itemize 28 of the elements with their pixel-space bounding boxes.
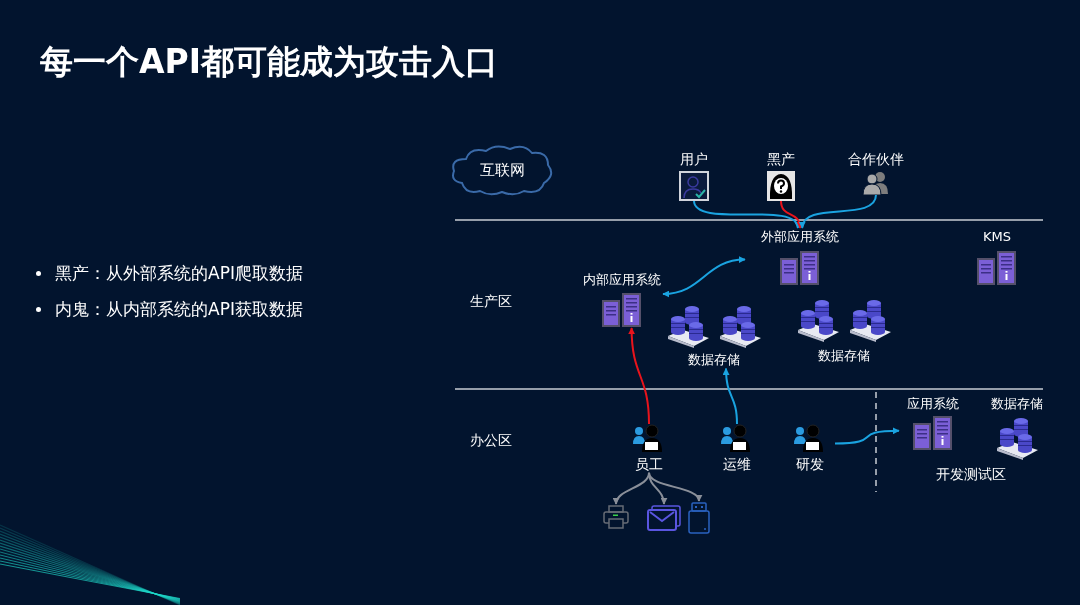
node-label: 应用系统: [907, 396, 959, 412]
arrow: [780, 199, 803, 229]
arrow: [628, 327, 650, 425]
node-label: 研发: [796, 456, 824, 473]
arrow: [693, 199, 800, 229]
node-label: 外部应用系统: [761, 229, 839, 245]
node-label: 黑产: [767, 151, 795, 168]
arrow: [722, 367, 738, 425]
zone-label: 生产区: [470, 293, 512, 311]
arrow: [800, 193, 877, 229]
node-label: 用户: [680, 151, 708, 168]
arrow: [834, 427, 900, 445]
node-label: 合作伙伴: [848, 151, 904, 168]
node-label: 员工: [635, 456, 663, 473]
node-label: 互联网: [479, 161, 525, 179]
arrow: [662, 256, 746, 298]
node-label: 数据存储: [991, 396, 1043, 412]
zone-label: 开发测试区: [936, 466, 1006, 484]
bullet-text: 黑产：从外部系统的API爬取数据: [55, 262, 303, 285]
zone-label: 办公区: [470, 432, 512, 450]
node-label: 运维: [723, 456, 751, 473]
slide-title: 每一个API都可能成为攻击入口: [40, 41, 498, 83]
node-label: KMS: [983, 229, 1011, 245]
node-label: 数据存储: [818, 348, 870, 364]
node-label: 内部应用系统: [583, 272, 661, 287]
arrow: [648, 471, 701, 502]
bullet-text: 内鬼：从内部系统的API获取数据: [55, 298, 303, 321]
node-label: 数据存储: [688, 352, 740, 368]
